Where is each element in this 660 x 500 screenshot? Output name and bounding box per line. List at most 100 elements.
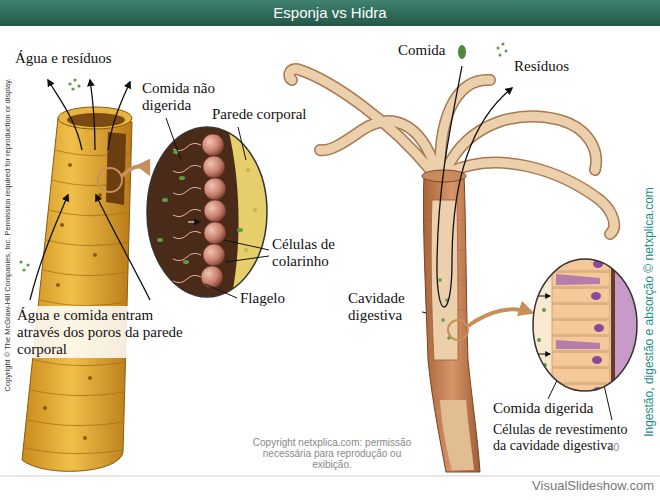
gastrodermis-zoom-part-part xyxy=(556,274,600,349)
gastrodermis-zoom-part-part-part xyxy=(552,352,610,367)
hydra-part-part xyxy=(458,310,466,311)
collar-cell-zoom-part-part-part xyxy=(173,165,201,172)
collar-cell-zoom-part-part-part xyxy=(157,238,163,242)
collar-cell-zoom-part-part-part xyxy=(173,275,201,282)
hydra-part-part xyxy=(427,310,433,311)
gastrodermis-zoom-part-part-part xyxy=(594,324,604,332)
slide-number: 40 xyxy=(608,442,619,453)
collar-cell-zoom-part xyxy=(140,120,280,310)
sponge-part-part xyxy=(60,223,64,227)
part-label: Comida digerida xyxy=(493,400,593,417)
part-label: Cavidade digestiva xyxy=(348,290,422,324)
sponge xyxy=(22,107,148,471)
sponge-part-part xyxy=(46,240,128,246)
leader-lines-part xyxy=(604,385,612,420)
flow-arrows xyxy=(30,80,150,300)
waste-particles xyxy=(19,78,80,271)
sponge-part xyxy=(43,163,104,440)
hydra-part-part xyxy=(458,250,465,251)
gastrodermis-zoom-part-part-part xyxy=(552,336,610,351)
footer-rule xyxy=(0,476,660,477)
collar-cell-zoom-part-part-part xyxy=(253,208,257,212)
gastrodermis-zoom-part-part xyxy=(611,255,615,395)
food-particle xyxy=(458,45,466,59)
collar-cell-zoom-part-part-part xyxy=(204,200,226,222)
hydra-part xyxy=(497,43,508,57)
leader-lines xyxy=(166,118,612,420)
waste-particles-part xyxy=(73,78,76,81)
hydra-part-part xyxy=(499,54,502,57)
gastrodermis-zoom-part-part-part xyxy=(592,356,602,364)
hydra-part-part-part xyxy=(440,80,490,168)
collar-cell-zoom-part-part-part xyxy=(183,260,189,264)
sponge-part-part xyxy=(34,360,125,366)
leader-lines-part xyxy=(224,240,269,250)
sponge-part xyxy=(98,168,122,192)
hydra-part xyxy=(440,400,474,470)
waste-particles-part xyxy=(26,263,29,266)
waste-particles-part xyxy=(22,268,25,271)
collar-cell-zoom-part-part xyxy=(140,120,280,310)
sponge-part-part xyxy=(25,448,123,454)
gastrodermis-zoom-part-part xyxy=(530,255,640,395)
collar-cell-zoom-part-part-part xyxy=(173,253,201,260)
gastrodermis-zoom-part xyxy=(530,255,640,399)
sponge-part-part xyxy=(31,390,124,396)
part-label: Parede corporal xyxy=(212,106,307,123)
hydra-part-part-part xyxy=(289,69,432,172)
gastrodermis-zoom-part xyxy=(533,259,637,391)
sponge-part-part xyxy=(43,270,127,276)
sponge-part-part xyxy=(40,300,126,306)
part-label: Água e resíduos xyxy=(15,50,112,67)
hydra-part-part xyxy=(438,278,442,282)
gastrodermis-zoom-part-part-part xyxy=(552,256,610,271)
flow-arrows-part xyxy=(48,80,82,150)
leader-lines-part xyxy=(166,118,181,160)
collar-cell-zoom-part-part-part xyxy=(204,222,226,244)
collar-cell-zoom-part xyxy=(147,127,267,297)
collar-cell-zoom-part-part-part xyxy=(203,244,225,266)
hydra-part-part xyxy=(427,280,432,281)
collar-cell-zoom-part-part-part xyxy=(201,266,223,288)
sponge-part-part xyxy=(83,436,87,440)
part-label: Células de colarinho xyxy=(272,236,354,270)
collar-cell-zoom-part-part-part xyxy=(173,209,201,216)
collar-cell-zoom-part-part xyxy=(173,143,201,282)
sponge-part-part xyxy=(98,193,102,197)
waste-particles-part xyxy=(19,260,22,263)
collar-cell-zoom-part-part-part xyxy=(173,231,201,238)
part-label: Flagelo xyxy=(240,290,285,307)
sponge-part xyxy=(122,166,148,176)
hydra-part-part xyxy=(505,50,508,53)
collar-cell-zoom-part-part-part xyxy=(244,248,248,252)
vertical-credit: Ingestão, digestão e absorção © netxplic… xyxy=(643,187,656,437)
collar-cell-zoom-part-part-part xyxy=(204,178,226,200)
collar-cell-zoom-part-part-part xyxy=(173,187,201,194)
leader-lines-part xyxy=(205,284,237,298)
leader-lines-part xyxy=(226,256,269,262)
sponge-part-part xyxy=(88,376,92,380)
gastrodermis-zoom-part-part-part xyxy=(552,368,610,383)
sponge-part-part xyxy=(43,406,47,410)
part-label: Resíduos xyxy=(514,58,569,75)
gastrodermis-zoom-part-part-part xyxy=(542,308,546,312)
hydra-part-part xyxy=(441,318,445,322)
gastrodermis-zoom-part-part-part xyxy=(556,340,600,349)
flow-arrows-part xyxy=(108,82,130,150)
collar-cell-zoom xyxy=(140,120,280,310)
part-label: Comida xyxy=(398,42,446,59)
hydra-part-part xyxy=(426,250,432,251)
hydra-part-part xyxy=(502,43,505,46)
gastrodermis-zoom-part-part-part xyxy=(556,274,600,285)
flow-arrows-part xyxy=(30,195,68,300)
collar-cell-zoom-part-part xyxy=(201,134,226,288)
hydra-part xyxy=(468,309,530,326)
gastrodermis-zoom-part-part-part xyxy=(552,320,610,335)
sponge-part-part xyxy=(93,253,97,257)
flow-arrows-part xyxy=(90,80,95,150)
collar-cell-zoom-part-part-part xyxy=(202,134,224,156)
watermark: VisualSlideshow.com xyxy=(532,479,654,494)
gastrodermis-zoom-part-part xyxy=(552,256,610,399)
hydra-part xyxy=(448,320,468,340)
hydra-part-part xyxy=(458,220,464,221)
